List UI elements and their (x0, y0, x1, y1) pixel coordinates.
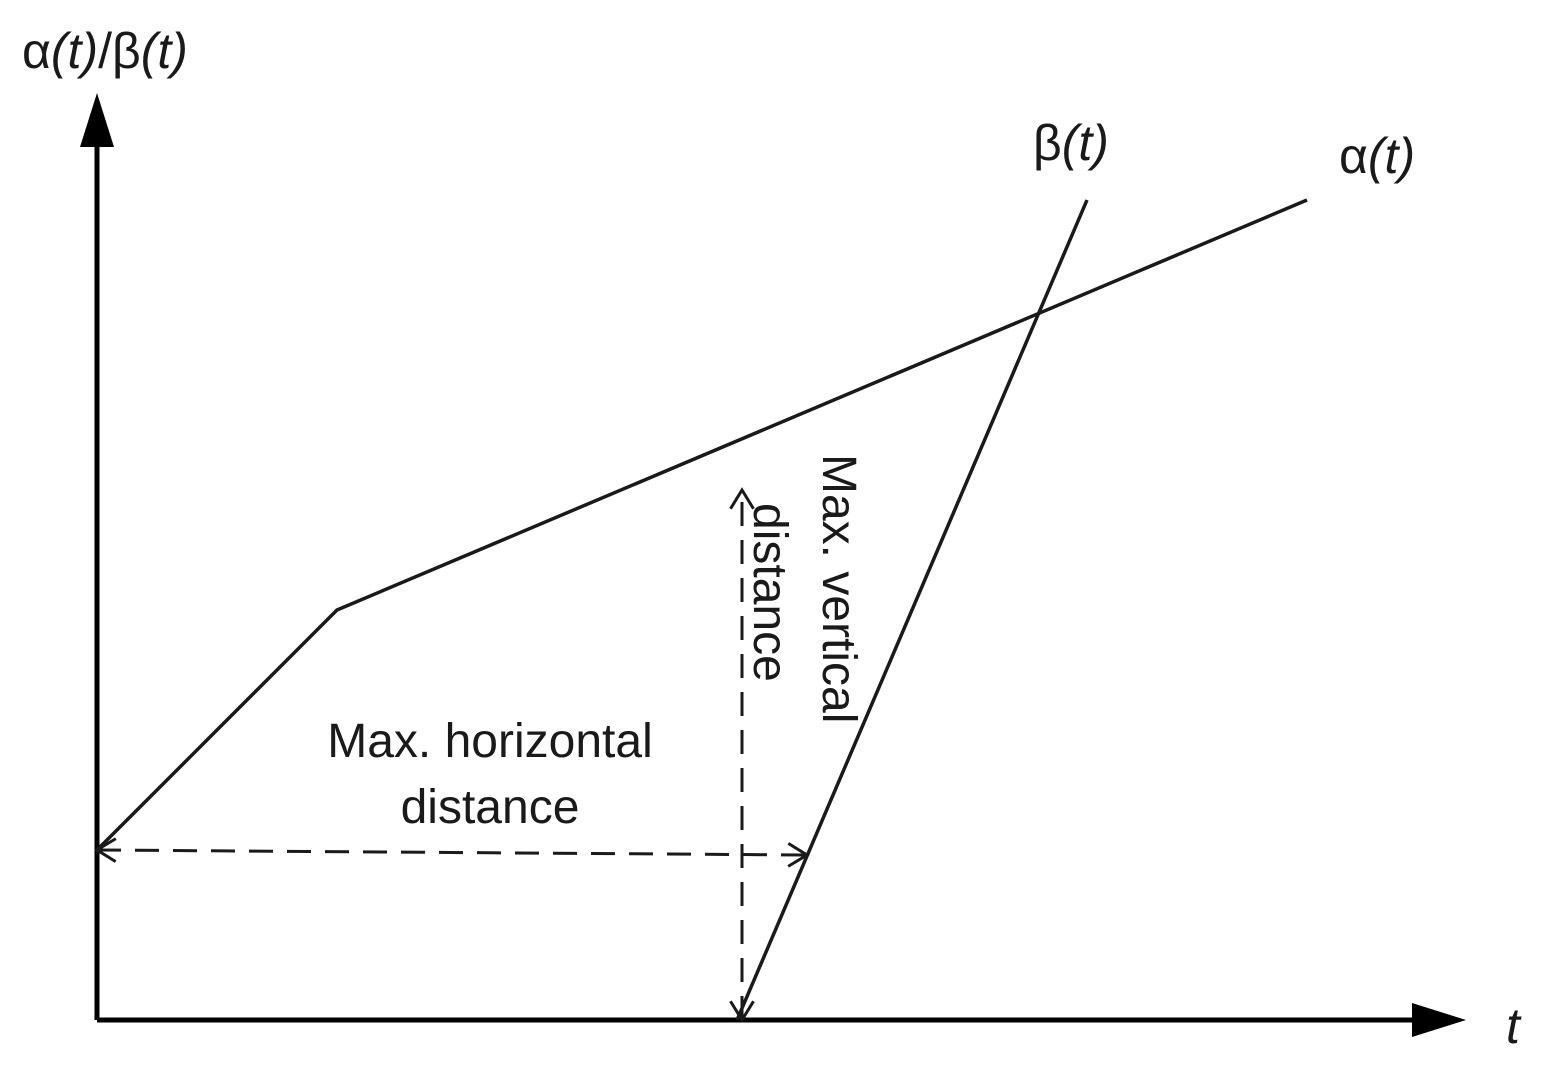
vertical-distance-arrowhead-top (729, 487, 755, 510)
vertical-distance-arrowhead-bottom (729, 1000, 755, 1023)
vertical-distance-label-inner: distance (743, 503, 796, 682)
horizontal-distance-arrowhead-left (94, 837, 117, 863)
horizontal-distance-label-line1: Max. horizontal (327, 715, 652, 768)
y-axis-arrowhead (80, 93, 114, 147)
y-axis-label: α(t)/β(t) (22, 23, 188, 79)
max-vertical-distance-indicator (729, 487, 755, 1023)
series-alpha-line (95, 198, 1308, 852)
x-axis-label: t (1506, 998, 1522, 1054)
horizontal-distance-arrowhead-right (787, 842, 810, 868)
series-beta-line (735, 199, 1089, 1021)
series-beta-label: β(t) (1033, 115, 1109, 171)
horizontal-distance-line (96, 848, 808, 857)
series-alpha-label: α(t) (1339, 128, 1415, 184)
horizontal-distance-label-line2: distance (401, 781, 580, 834)
x-axis-arrowhead (1412, 1003, 1466, 1037)
vertical-distance-label-outer: Max. vertical (812, 454, 865, 723)
max-horizontal-distance-indicator (94, 837, 810, 868)
